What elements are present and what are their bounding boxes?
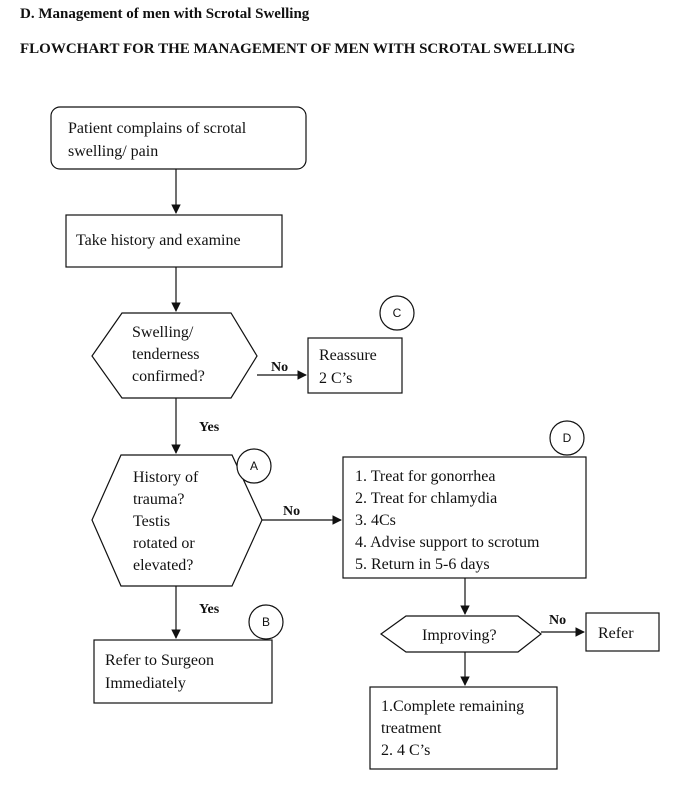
complete-node-line-2: treatment bbox=[381, 720, 442, 737]
improving-decision: Improving? bbox=[379, 615, 542, 653]
marker-a-label: A bbox=[250, 459, 258, 473]
complete-node-shape bbox=[369, 686, 558, 770]
section-heading: D. Management of men with Scrotal Swelli… bbox=[20, 6, 310, 22]
edge-label-trauma-yes: Yes bbox=[199, 602, 220, 617]
trauma-decision-line-2: trauma? bbox=[133, 491, 185, 508]
trauma-decision: History of trauma? Testis rotated or ele… bbox=[91, 454, 263, 587]
trauma-decision-shape bbox=[91, 454, 263, 587]
refer-surgeon-node-shape bbox=[93, 639, 273, 704]
marker-a-circle bbox=[236, 448, 272, 484]
reassure-node: Reassure 2 C’s bbox=[307, 337, 403, 394]
start-node-line-1: Patient complains of scrotal bbox=[68, 120, 247, 137]
treat-node: 1. Treat for gonorrhea 2. Treat for chla… bbox=[342, 456, 587, 579]
marker-c-circle bbox=[379, 295, 415, 331]
treat-node-line-4: 4. Advise support to scrotum bbox=[355, 534, 540, 551]
complete-node: 1.Complete remaining treatment 2. 4 C’s bbox=[369, 686, 558, 770]
reassure-node-line-2: 2 C’s bbox=[319, 370, 352, 387]
treat-node-shape bbox=[342, 456, 587, 579]
marker-c: C bbox=[379, 295, 415, 331]
history-node: Take history and examine bbox=[65, 214, 283, 268]
complete-node-line-3: 2. 4 C’s bbox=[381, 742, 430, 759]
swelling-decision: Swelling/ tenderness confirmed? bbox=[91, 312, 258, 399]
edge-label-swelling-no: No bbox=[271, 360, 288, 375]
refer-surgeon-node: Refer to Surgeon Immediately bbox=[93, 639, 273, 704]
treat-node-line-2: 2. Treat for chlamydia bbox=[355, 490, 497, 507]
marker-c-label: C bbox=[393, 306, 402, 320]
refer-surgeon-node-line-1: Refer to Surgeon bbox=[105, 652, 214, 669]
swelling-decision-line-2: tenderness bbox=[132, 346, 200, 363]
edge-label-swelling-yes: Yes bbox=[199, 420, 220, 435]
flowchart-title: FLOWCHART FOR THE MANAGEMENT OF MEN WITH… bbox=[20, 41, 576, 57]
swelling-decision-shape bbox=[91, 312, 258, 399]
swelling-decision-line-3: confirmed? bbox=[132, 368, 205, 385]
marker-d-circle bbox=[549, 420, 585, 456]
reassure-node-line-1: Reassure bbox=[319, 347, 377, 364]
refer-node-line-1: Refer bbox=[598, 625, 634, 642]
swelling-decision-line-1: Swelling/ bbox=[132, 324, 194, 341]
start-node-shape bbox=[50, 106, 307, 170]
complete-node-line-1: 1.Complete remaining bbox=[381, 698, 524, 715]
refer-node-shape bbox=[585, 612, 660, 652]
refer-surgeon-node-line-2: Immediately bbox=[105, 675, 186, 692]
history-node-shape bbox=[65, 214, 283, 268]
treat-node-line-3: 3. 4Cs bbox=[355, 512, 396, 529]
marker-d: D bbox=[549, 420, 585, 456]
improving-decision-line-1: Improving? bbox=[422, 627, 497, 644]
reassure-node-shape bbox=[307, 337, 403, 394]
start-node: Patient complains of scrotal swelling/ p… bbox=[50, 106, 307, 170]
start-node-line-2: swelling/ pain bbox=[68, 143, 158, 160]
treat-node-line-5: 5. Return in 5-6 days bbox=[355, 556, 490, 573]
marker-b-label: B bbox=[262, 615, 270, 629]
edge-label-improving-no: No bbox=[549, 613, 566, 628]
marker-b-circle bbox=[248, 604, 284, 640]
treat-node-line-1: 1. Treat for gonorrhea bbox=[355, 468, 495, 485]
trauma-decision-line-1: History of bbox=[133, 469, 199, 486]
trauma-decision-line-5: elevated? bbox=[133, 557, 193, 574]
trauma-decision-line-3: Testis bbox=[133, 513, 170, 530]
history-node-line-1: Take history and examine bbox=[76, 232, 241, 249]
trauma-decision-line-4: rotated or bbox=[133, 535, 195, 552]
connectors bbox=[171, 169, 585, 686]
refer-node: Refer bbox=[585, 612, 660, 652]
marker-d-label: D bbox=[563, 431, 572, 445]
marker-a: A bbox=[236, 448, 272, 484]
edge-label-trauma-no: No bbox=[283, 504, 300, 519]
improving-decision-shape bbox=[379, 615, 542, 653]
marker-b: B bbox=[248, 604, 284, 640]
